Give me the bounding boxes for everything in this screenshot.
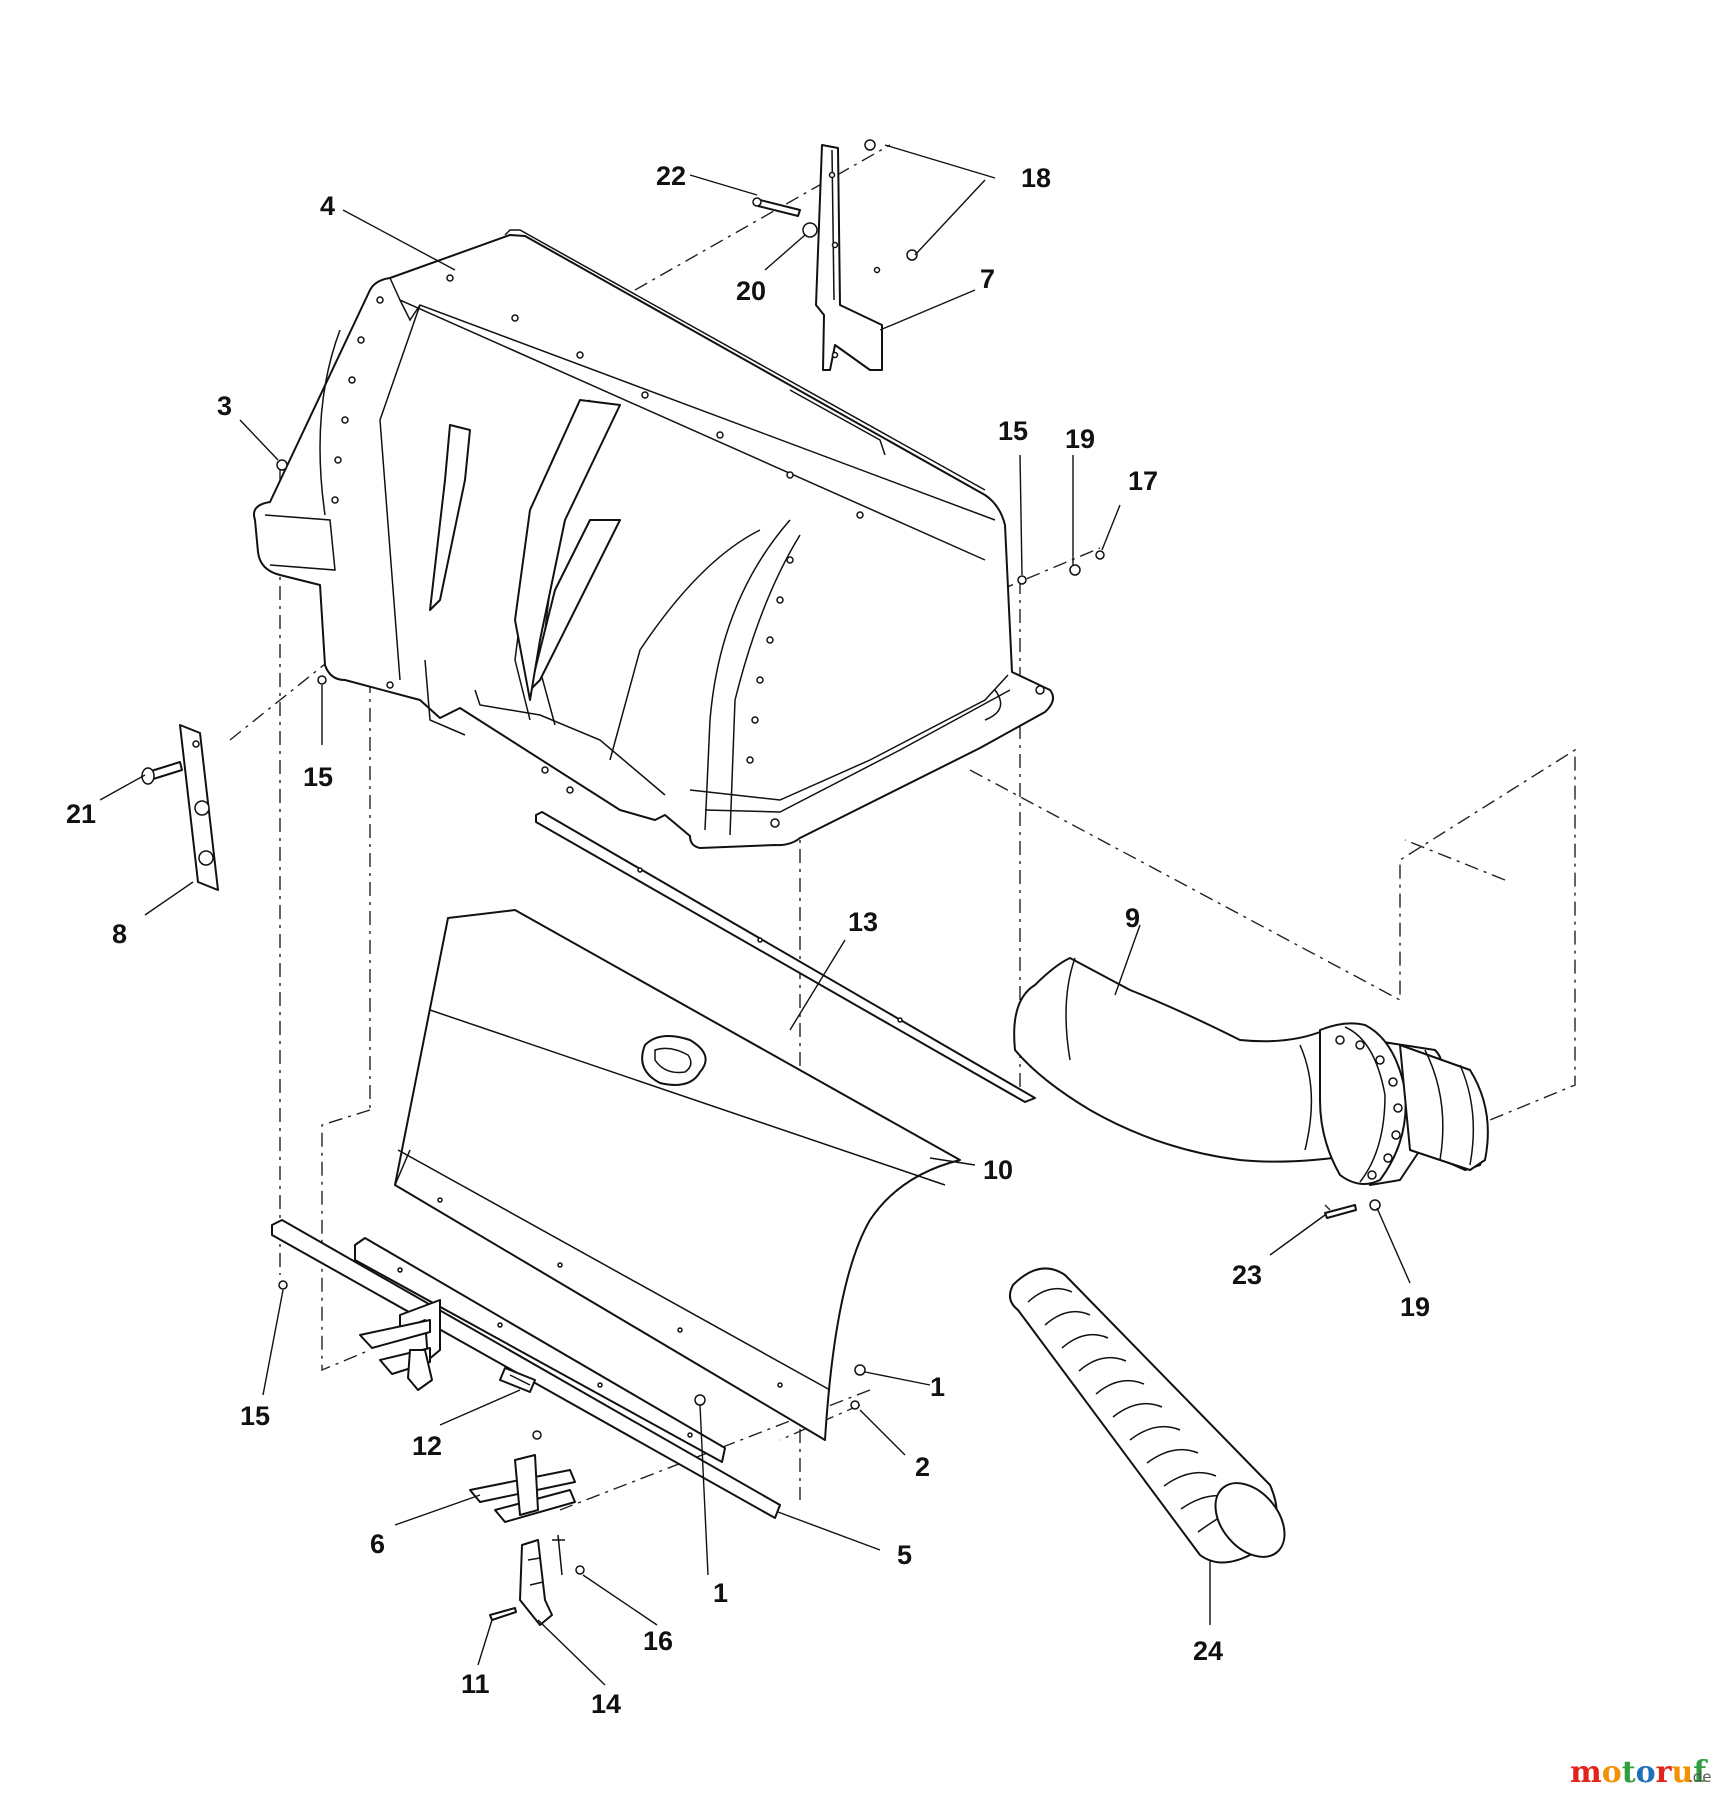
plate-part-8 xyxy=(179,724,219,891)
chute-part-9 xyxy=(1013,957,1489,1186)
wm-letter-4: r xyxy=(1656,1755,1673,1790)
wm-letter-3: o xyxy=(1636,1755,1656,1790)
label-21: 21 xyxy=(66,799,96,829)
label-15-left: 15 xyxy=(303,762,333,792)
label-15-bottom: 15 xyxy=(240,1401,270,1431)
wm-letter-5: u xyxy=(1671,1755,1693,1790)
latch-part-6 xyxy=(469,1430,576,1523)
label-12: 12 xyxy=(412,1431,442,1461)
label-13: 13 xyxy=(848,907,878,937)
latch-part-14 xyxy=(519,1534,565,1626)
label-1-bottom: 1 xyxy=(713,1578,728,1608)
label-9: 9 xyxy=(1125,903,1140,933)
label-14: 14 xyxy=(591,1689,621,1719)
label-23: 23 xyxy=(1232,1260,1262,1290)
strip-part-13 xyxy=(535,811,1036,1103)
label-2: 2 xyxy=(915,1452,930,1482)
label-19-top: 19 xyxy=(1065,424,1095,454)
label-16: 16 xyxy=(643,1626,673,1656)
label-5: 5 xyxy=(897,1540,912,1570)
hose-part-24 xyxy=(1008,1267,1286,1564)
wm-letter-2: t xyxy=(1622,1755,1636,1790)
cover-bolt-holes xyxy=(331,274,1045,828)
label-22: 22 xyxy=(656,161,686,191)
rail-part-5 xyxy=(271,1219,781,1519)
label-20: 20 xyxy=(736,276,766,306)
deflector-panel-part-10 xyxy=(394,909,961,1441)
label-10: 10 xyxy=(983,1155,1013,1185)
label-15-right: 15 xyxy=(998,416,1028,446)
label-6: 6 xyxy=(370,1529,385,1559)
wm-tld: .de xyxy=(1688,1768,1712,1786)
wm-letter-0: m xyxy=(1570,1755,1602,1790)
label-7: 7 xyxy=(980,264,995,294)
watermark-logo: motoruf .de xyxy=(1570,1755,1712,1790)
bracket-part-7 xyxy=(815,144,883,371)
label-24: 24 xyxy=(1193,1636,1223,1666)
latch-assembly-part-12 xyxy=(359,1299,536,1393)
label-8: 8 xyxy=(112,919,127,949)
label-4: 4 xyxy=(320,191,335,221)
main-cover xyxy=(253,229,1055,849)
label-19-bottom: 19 xyxy=(1400,1292,1430,1322)
part-labels: 18 22 20 7 4 3 15 19 17 15 21 8 13 9 10 … xyxy=(66,161,1430,1719)
label-3: 3 xyxy=(217,391,232,421)
label-11: 11 xyxy=(461,1669,490,1699)
label-1-right: 1 xyxy=(930,1372,945,1402)
wm-letter-6: f xyxy=(1693,1755,1708,1790)
label-18: 18 xyxy=(1021,163,1051,193)
leader-lines xyxy=(99,144,1411,1686)
svg-text:motoruf: motoruf xyxy=(1570,1755,1708,1790)
hardware xyxy=(141,139,1381,1621)
label-17: 17 xyxy=(1128,466,1158,496)
wm-letter-1: o xyxy=(1602,1755,1622,1790)
